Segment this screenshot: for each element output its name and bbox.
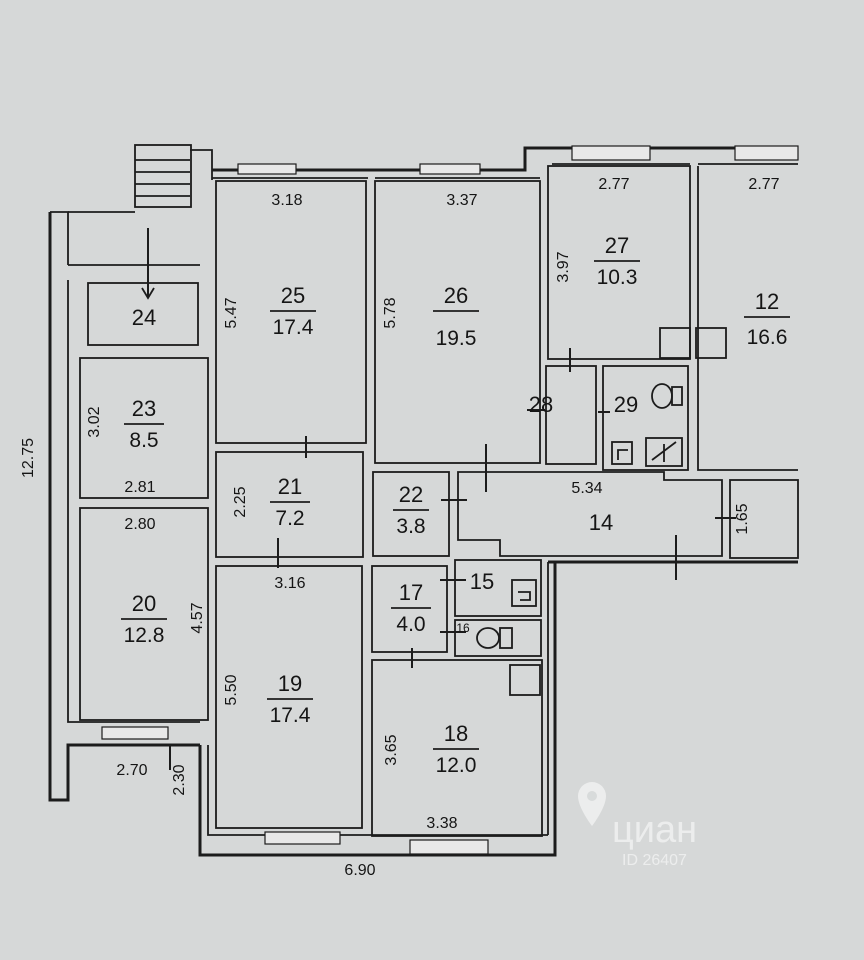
dimension-label: 5.34 [571, 480, 602, 497]
room-number: 18 [444, 721, 468, 746]
location-pin-icon [578, 782, 606, 826]
room-number: 20 [132, 591, 156, 616]
room-number: 29 [614, 392, 638, 417]
fixtures [476, 383, 683, 649]
room-number: 17 [399, 580, 423, 605]
room-24: 24 [132, 305, 156, 330]
room-12: 12 16.6 [744, 289, 790, 349]
room-area: 17.4 [273, 316, 314, 339]
room-21: 21 7.2 [270, 474, 310, 530]
dimension-label: 2.25 [232, 486, 249, 517]
room-19: 19 17.4 [267, 671, 313, 727]
room-number: 26 [444, 283, 468, 308]
room-25: 25 17.4 [270, 283, 316, 339]
door-marks [141, 228, 736, 770]
room-17: 17 4.0 [391, 580, 431, 636]
toilet-icon [651, 383, 683, 409]
dimension-label: 6.90 [344, 862, 375, 879]
room-labels: 25 17.4 26 19.5 27 10.3 12 16.6 24 23 8.… [121, 233, 790, 777]
room-15: 15 [470, 569, 494, 594]
dimension-label: 2.81 [124, 479, 155, 496]
dimension-label: 5.50 [223, 674, 240, 705]
room-number: 28 [529, 392, 553, 417]
room-area: 7.2 [275, 507, 304, 530]
sink-icon [611, 441, 633, 465]
room-23: 23 8.5 [124, 396, 164, 452]
room-26: 26 19.5 [433, 283, 479, 350]
dimension-label: 2.77 [598, 176, 629, 193]
room-29: 29 [614, 392, 638, 417]
room-number: 21 [278, 474, 302, 499]
room-area: 19.5 [436, 327, 477, 350]
room-area: 10.3 [597, 266, 638, 289]
room-area: 12.0 [436, 754, 477, 777]
dimension-label: 3.97 [555, 251, 572, 282]
dimension-label: 3.37 [446, 192, 477, 209]
room-number: 22 [399, 482, 423, 507]
dimension-label: 5.78 [382, 297, 399, 328]
dimension-labels: 3.18 3.37 2.77 2.77 5.47 5.78 3.97 3.02 … [20, 176, 780, 879]
toilet-icon [476, 627, 513, 649]
room-number: 23 [132, 396, 156, 421]
room-area: 12.8 [124, 624, 165, 647]
room-area: 3.8 [396, 515, 425, 538]
dimension-label: 3.65 [383, 734, 400, 765]
room-number: 15 [470, 569, 494, 594]
walls [48, 144, 799, 857]
dimension-label: 5.47 [223, 297, 240, 328]
watermark: циан ID 26407 [578, 782, 697, 869]
room-number: 27 [605, 233, 629, 258]
watermark-id: ID 26407 [622, 852, 687, 869]
windows [101, 145, 799, 855]
room-area: 16.6 [747, 326, 788, 349]
room-number: 19 [278, 671, 302, 696]
room-area: 17.4 [270, 704, 311, 727]
room-area: 4.0 [396, 613, 425, 636]
room-number: 25 [281, 283, 305, 308]
dimension-label: 3.02 [86, 406, 103, 437]
dimension-label: 3.16 [274, 575, 305, 592]
dimension-label: 2.70 [116, 762, 147, 779]
room-22: 22 3.8 [393, 482, 429, 538]
dimension-label: 1.65 [734, 503, 751, 534]
room-number: 24 [132, 305, 156, 330]
room-14: 14 [589, 510, 613, 535]
dimension-label: 2.30 [171, 764, 188, 795]
room-number: 12 [755, 289, 779, 314]
room-area: 8.5 [129, 429, 158, 452]
dimension-label: 3.18 [271, 192, 302, 209]
room-28: 28 [529, 392, 553, 417]
watermark-brand: циан [612, 809, 697, 851]
dimension-label: 12.75 [20, 438, 37, 478]
room-16: 16 [456, 621, 470, 635]
room-number: 16 [456, 621, 470, 635]
dimension-label: 2.80 [124, 516, 155, 533]
shower-drain-icon [645, 437, 683, 467]
room-27: 27 10.3 [594, 233, 640, 289]
sink-icon [518, 591, 531, 601]
room-20: 20 12.8 [121, 591, 167, 647]
room-18: 18 12.0 [433, 721, 479, 777]
dimension-label: 2.77 [748, 176, 779, 193]
dimension-label: 3.38 [426, 815, 457, 832]
room-number: 14 [589, 510, 613, 535]
dimension-label: 4.57 [189, 602, 206, 633]
